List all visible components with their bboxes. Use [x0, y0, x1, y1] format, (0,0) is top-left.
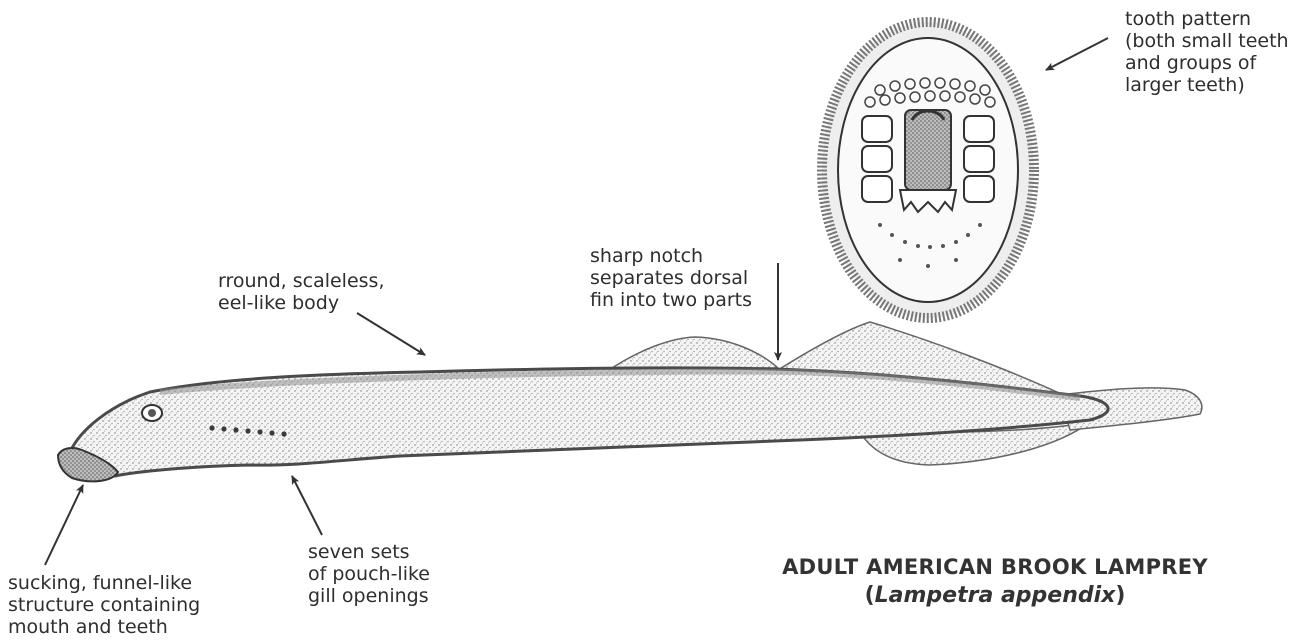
scientific-name: Lampetra appendix — [875, 583, 1116, 608]
body-arrow — [357, 313, 425, 355]
tooth-pattern-label: tooth pattern (both small teeth and grou… — [1125, 8, 1289, 96]
notch-label: sharp notch separates dorsal fin into tw… — [590, 245, 752, 311]
common-name: ADULT AMERICAN BROOK LAMPREY — [760, 555, 1230, 579]
mouth-arrow — [45, 485, 83, 565]
figure-title: ADULT AMERICAN BROOK LAMPREY (Lampetra a… — [760, 555, 1230, 608]
gills-arrow — [292, 476, 322, 535]
body-label: rround, scaleless, eel-like body — [218, 270, 384, 314]
tooth-pattern-arrow — [1046, 38, 1108, 70]
gills-label: seven sets of pouch-like gill openings — [308, 541, 430, 607]
mouth-label: sucking, funnel-like structure containin… — [8, 572, 200, 638]
tooth-pattern-disc — [822, 22, 1034, 318]
scientific-name-line: (Lampetra appendix) — [760, 583, 1230, 608]
anterior-dorsal-fin — [612, 337, 778, 368]
